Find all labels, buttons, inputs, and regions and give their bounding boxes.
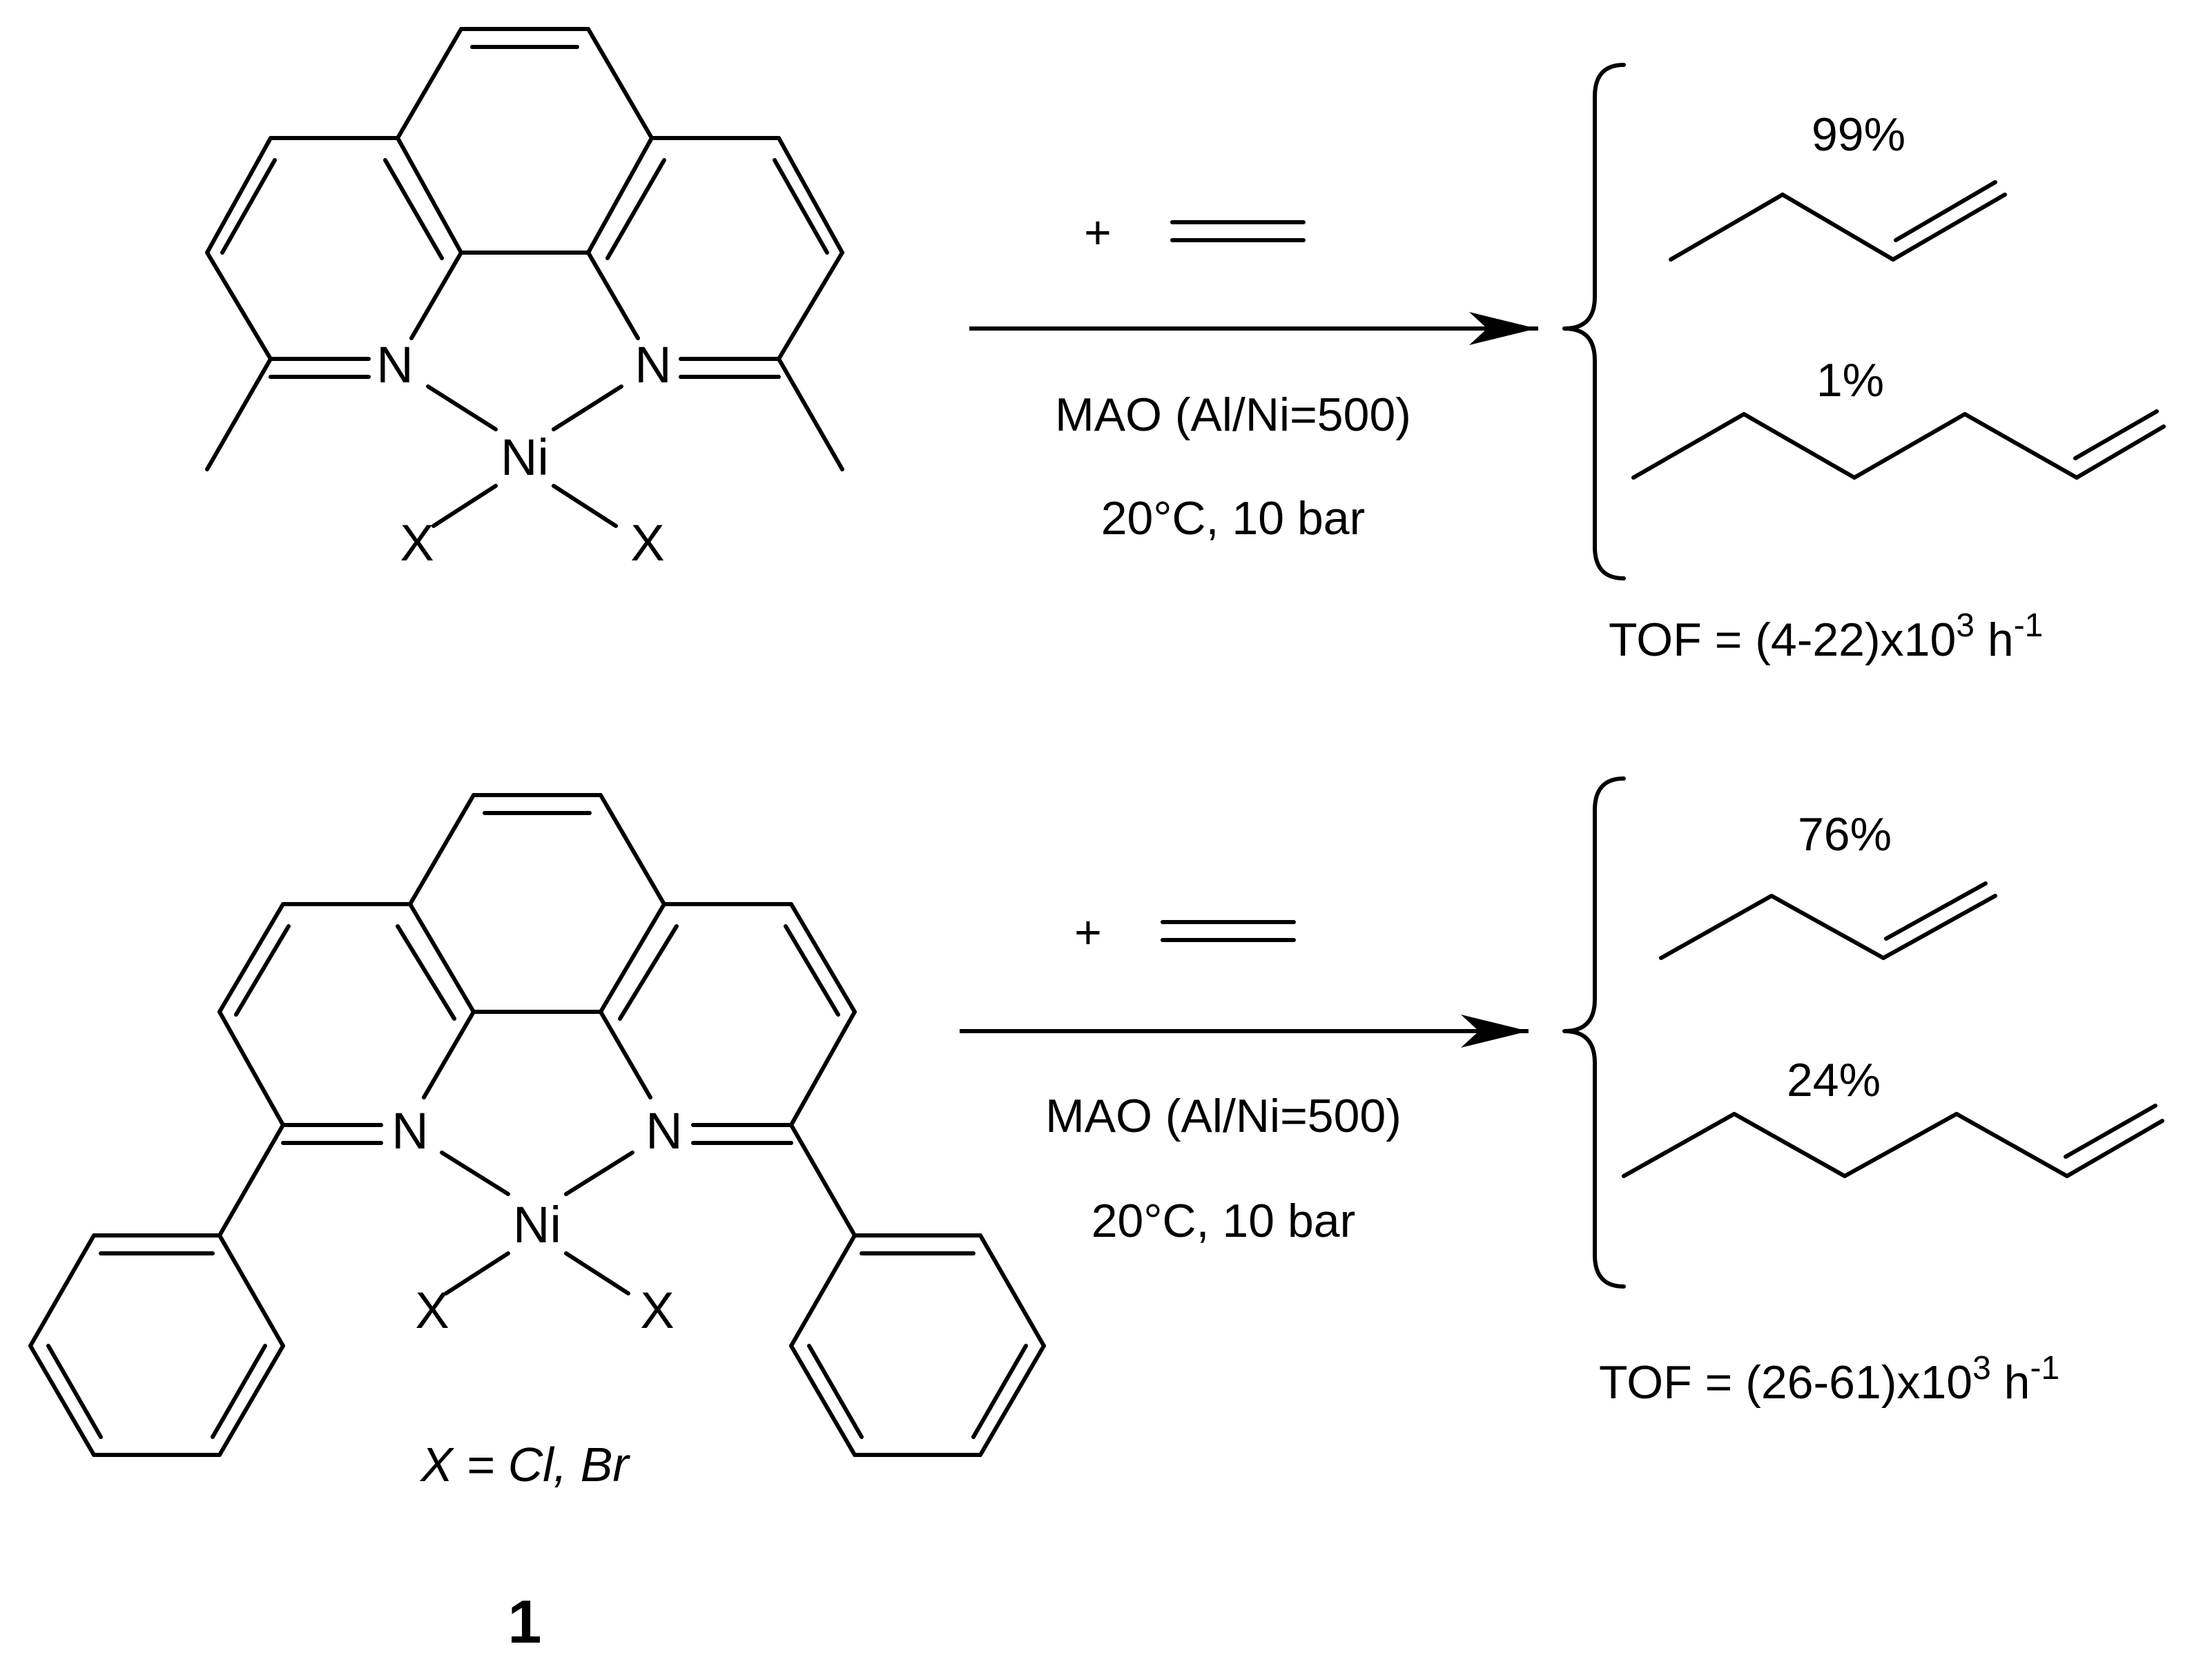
nitrogen-atom-label: N [634,336,671,393]
plus-sign: + [1084,206,1112,259]
product-percent: 24% [1787,1054,1881,1106]
butene-structure [1659,881,1997,960]
halide-x-label: X [400,514,434,571]
plus-sign: + [1074,906,1102,959]
product-percent: 99% [1812,108,1905,161]
product-percent: 1% [1816,354,1884,407]
halide-definition: X = Cl, Br [419,1438,630,1491]
hexene-structure [1631,409,2166,480]
nickel-atom-label: Ni [513,1196,561,1253]
halide-x-label: X [640,1282,674,1339]
ethylene-structure [1170,220,1306,242]
arrowhead-icon [1469,312,1537,345]
halide-x-label: X [415,1282,449,1339]
conditions-catalyst: MAO (Al/Ni=500) [1045,1090,1401,1142]
catalyst-bottom-structure [28,793,1046,1457]
compound-number: 1 [508,1587,542,1656]
conditions-catalyst: MAO (Al/Ni=500) [1055,389,1411,441]
product-brace [1562,776,1626,1289]
turnover-frequency: TOF = (26-61)x103 h-1 [1599,1350,2059,1409]
arrowhead-icon [1461,1015,1529,1048]
nickel-atom-label: Ni [501,429,549,486]
butene-structure [1669,180,2007,262]
hexene-structure [1622,1104,2164,1178]
conditions-temp-pressure: 20°C, 10 bar [1101,492,1366,545]
nitrogen-atom-label: N [391,1102,428,1160]
turnover-frequency: TOF = (4-22)x103 h-1 [1609,607,2043,666]
halide-x-label: X [630,514,664,571]
conditions-temp-pressure: 20°C, 10 bar [1092,1195,1356,1247]
ethylene-structure [1161,920,1296,942]
nitrogen-atom-label: N [376,336,413,393]
nitrogen-atom-label: N [646,1102,682,1160]
product-brace [1562,63,1626,580]
product-percent: 76% [1798,808,1892,861]
catalyst-top-structure [205,27,844,528]
